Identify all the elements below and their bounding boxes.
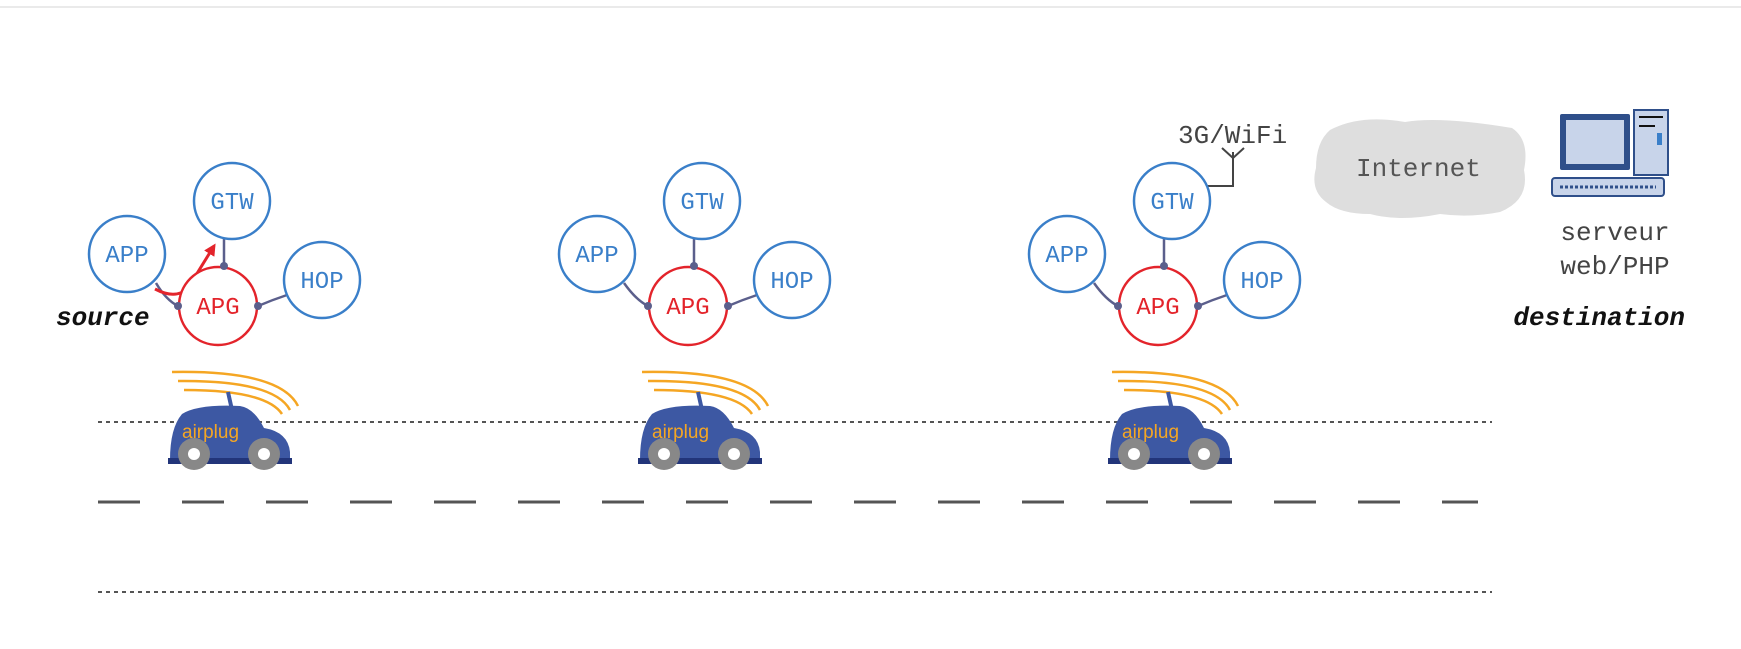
signal-wave-icon <box>641 370 770 407</box>
connector-dot <box>220 262 228 270</box>
car-wheel-hub <box>728 448 740 460</box>
module-hop-label: HOP <box>300 269 343 296</box>
car-icon: airplug <box>168 370 300 470</box>
car-wheel-hub <box>1128 448 1140 460</box>
car-bumper <box>638 458 762 464</box>
connector-dot <box>254 302 262 310</box>
signal-wave-icon <box>183 388 284 415</box>
module-gtw-circle <box>662 161 742 241</box>
car-wheel-hub <box>658 448 670 460</box>
antenna-right <box>1232 147 1245 159</box>
node-relay: APP GTW APG HOP airplug <box>557 161 832 470</box>
module-apg-label: APG <box>196 295 239 322</box>
connector-app-apg <box>1092 282 1119 308</box>
module-app-label: APP <box>575 243 618 270</box>
internet-cloud-shape <box>1314 119 1526 218</box>
connector-dot <box>644 302 652 310</box>
module-app-circle <box>1027 214 1107 294</box>
destination-label: destination <box>1513 303 1685 333</box>
signal-wave-icon <box>1111 370 1240 407</box>
connector-dot <box>1114 302 1122 310</box>
signal-wave-icon <box>177 379 292 411</box>
signal-wave-icon <box>1117 379 1232 411</box>
signal-wave-icon <box>647 379 762 411</box>
connector-hop-apg <box>727 293 758 308</box>
cloud-icon: Internet <box>1314 119 1526 218</box>
module-apg-label: APG <box>1136 295 1179 322</box>
signal-wave-icon <box>171 370 300 407</box>
car-bumper <box>1108 458 1232 464</box>
desktop-computer-icon: serveur web/PHP <box>1551 109 1670 282</box>
module-gtw-label: GTW <box>1150 190 1194 217</box>
car-brand-label: airplug <box>652 422 709 443</box>
module-hop-circle <box>282 240 362 320</box>
module-app-label: APP <box>105 243 148 270</box>
module-gtw-circle <box>1132 161 1212 241</box>
car-wheel-hub <box>1198 448 1210 460</box>
car-bumper <box>168 458 292 464</box>
module-apg-label: APG <box>666 295 709 322</box>
connector-hop-apg <box>1197 293 1228 308</box>
module-hop-label: HOP <box>1240 269 1283 296</box>
module-hop-circle <box>1222 240 1302 320</box>
connector-dot <box>1160 262 1168 270</box>
car-wheel-hub <box>258 448 270 460</box>
antenna-icon <box>1221 147 1245 172</box>
computer-tower <box>1633 109 1669 176</box>
radio-label: 3G/WiFi <box>1178 121 1287 151</box>
module-hop-label: HOP <box>770 269 813 296</box>
server-label-line2: web/PHP <box>1560 252 1669 282</box>
car-icon: airplug <box>638 370 770 470</box>
road <box>98 421 1492 593</box>
module-app-circle <box>87 214 167 294</box>
computer-screen <box>1566 120 1624 164</box>
module-app-label: APP <box>1045 243 1088 270</box>
connector-dot <box>1194 302 1202 310</box>
server-label-line1: serveur <box>1560 218 1669 248</box>
car-brand-label: airplug <box>1122 422 1179 443</box>
source-label: source <box>56 303 150 333</box>
module-gtw-label: GTW <box>210 190 254 217</box>
connector-dot <box>724 302 732 310</box>
connector-dot <box>690 262 698 270</box>
tower-light <box>1657 133 1662 145</box>
module-gtw-label: GTW <box>680 190 724 217</box>
node-gateway: 3G/WiFi APP GTW APG HOP airplug <box>1027 121 1302 470</box>
signal-wave-icon <box>653 388 754 415</box>
car-wheel-hub <box>188 448 200 460</box>
node-source: APP GTW APG HOP source airplug <box>56 161 362 470</box>
signal-wave-icon <box>1123 388 1224 415</box>
connector-hop-apg <box>257 293 288 308</box>
connector-dot <box>174 302 182 310</box>
module-app-circle <box>557 214 637 294</box>
internet-label: Internet <box>1356 154 1481 184</box>
car-brand-label: airplug <box>182 422 239 443</box>
car-icon: airplug <box>1108 370 1240 470</box>
module-hop-circle <box>752 240 832 320</box>
connector-app-apg <box>622 282 649 308</box>
antenna-left <box>1221 147 1234 159</box>
module-gtw-circle <box>192 161 272 241</box>
